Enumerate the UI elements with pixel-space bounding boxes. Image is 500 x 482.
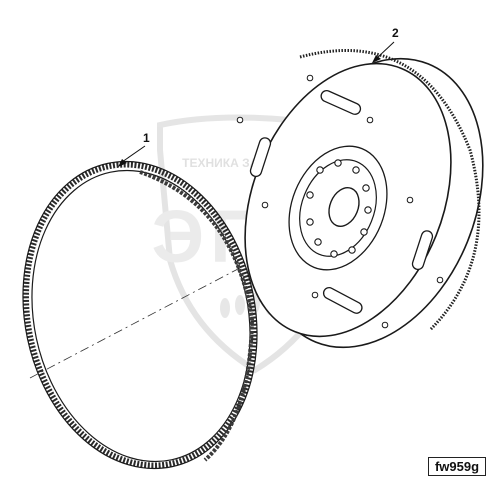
ring-gear-teeth	[22, 161, 258, 469]
outer-hole	[306, 74, 314, 82]
flywheel-slot	[411, 230, 434, 271]
callout-1-arrowhead	[118, 159, 127, 167]
callout-2-label: 2	[392, 26, 399, 40]
flywheel-slot	[320, 90, 362, 115]
bolt-hole	[364, 206, 372, 214]
flywheel-center-bore	[328, 187, 360, 227]
ring-gear-thickness	[139, 170, 255, 462]
callout-1: 1	[118, 131, 150, 167]
callout-2-arrowhead	[372, 55, 381, 63]
outer-hole	[261, 201, 269, 209]
bolt-hole	[314, 238, 322, 246]
callout-1-leader	[121, 145, 146, 163]
bolt-hole	[348, 246, 356, 254]
bolt-hole	[360, 228, 368, 236]
bolt-hole	[330, 250, 338, 258]
callout-2: 2	[372, 26, 399, 63]
outer-hole	[406, 196, 414, 204]
outer-hole	[311, 291, 319, 299]
outer-hole	[381, 321, 389, 329]
flywheel-hub	[299, 159, 377, 257]
ring-gear	[22, 160, 258, 470]
callout-1-label: 1	[143, 131, 150, 145]
flywheel	[236, 49, 484, 349]
flywheel-slot	[322, 287, 363, 314]
figure-code-label: fw959g	[428, 457, 486, 476]
flywheel-bolt-holes	[306, 159, 372, 258]
callout-2-leader	[376, 41, 395, 59]
bolt-hole	[306, 191, 314, 199]
bolt-hole	[316, 166, 324, 174]
ring-gear-outer-edge	[22, 160, 258, 470]
flywheel-slots	[249, 90, 434, 314]
flywheel-outer-holes	[236, 74, 444, 329]
flywheel-inner-ring	[288, 145, 388, 271]
bolt-hole	[352, 166, 360, 174]
outer-hole	[366, 116, 374, 124]
outer-hole	[236, 116, 244, 124]
bolt-hole	[334, 159, 342, 167]
bolt-hole	[306, 218, 314, 226]
outer-hole	[436, 276, 444, 284]
flywheel-rim-edge	[299, 49, 481, 332]
flywheel-slot	[249, 137, 272, 178]
bolt-hole	[362, 184, 370, 192]
